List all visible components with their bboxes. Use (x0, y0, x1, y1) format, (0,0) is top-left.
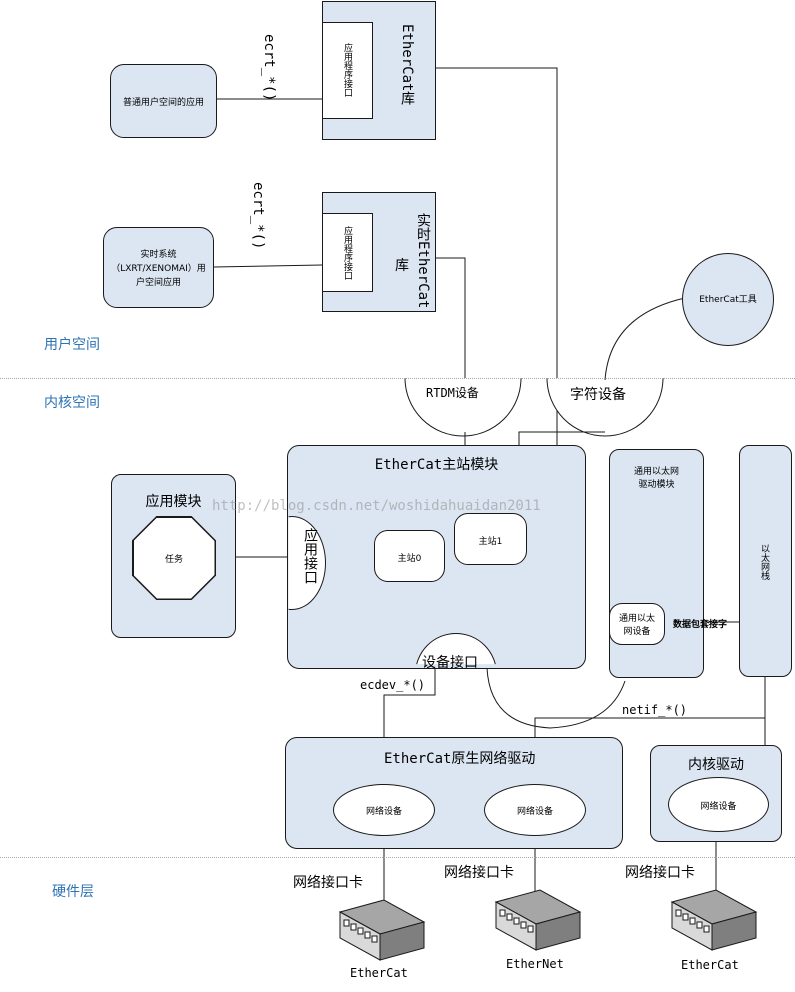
kernel-driver-title: 内核驱动 (688, 757, 744, 773)
ethercat-lib-box: 应用程序接口 EtherCat库 (322, 1, 436, 140)
rt-app-box: 实时系统 （LXRT/XENOMAI）用 户空间应用 (103, 227, 214, 308)
nic-icon-1 (338, 899, 426, 961)
watermark-text: http://blog.csdn.net/woshidahuaidan2011 (212, 498, 541, 514)
rt-app-line2: （LXRT/XENOMAI）用 (111, 264, 206, 274)
rt-ethercat-lib-box: 应用程序接口 实时EtherCat 库 (322, 192, 436, 312)
divider-kernel-hardware (0, 857, 795, 858)
ethercat-lib-api-box: 应用程序接口 (322, 22, 373, 119)
eth-stack-box: 以太网栈 (739, 445, 792, 677)
generic-eth-device-box: 通用以太 网设备 (609, 603, 665, 645)
generic-eth-driver-title-2: 驱动模块 (638, 480, 675, 490)
master1-label: 主站1 (478, 537, 503, 547)
app-interface-label: 应用接口 (302, 528, 318, 584)
layer-label-user-space: 用户空间 (44, 337, 100, 353)
user-app-box: 普通用户空间的应用 (110, 64, 217, 138)
ecrt-label-2: ecrt_*() (250, 182, 266, 250)
ethercat-lib-api-label: 应用程序接口 (342, 43, 352, 97)
nic-icon-3 (670, 889, 758, 951)
app-module-title: 应用模块 (145, 494, 202, 510)
nic-label-3: 网络接口卡 (625, 865, 695, 881)
rt-app-line1: 实时系统 (140, 250, 177, 260)
master-module-box: EtherCat主站模块 应用接口 主站0 主站1 设备接口 (287, 445, 586, 671)
rtdm-device-label: RTDM设备 (426, 386, 479, 400)
rt-app-line3: 户空间应用 (135, 278, 181, 288)
ethercat-tool-label: EtherCat工具 (699, 295, 757, 305)
kernel-driver-device-label: 网络设备 (700, 802, 737, 812)
native-driver-title: EtherCat原生网络驱动 (384, 751, 536, 767)
nic-name-1: EtherCat (350, 966, 408, 980)
native-driver-device1: 网络设备 (333, 784, 435, 836)
ecrt-label-1: ecrt_*() (261, 34, 277, 102)
kernel-driver-device: 网络设备 (668, 777, 769, 832)
divider-user-kernel (0, 378, 795, 379)
task-octagon: 任务 (133, 517, 215, 599)
nic-label-1: 网络接口卡 (293, 875, 363, 891)
native-driver-device1-label: 网络设备 (365, 807, 402, 817)
master-module-title: EtherCat主站模块 (374, 457, 499, 473)
rt-ethercat-lib-api-box: 应用程序接口 (322, 213, 373, 292)
ethercat-tool-circle: EtherCat工具 (682, 253, 774, 346)
nic-label-2: 网络接口卡 (444, 865, 514, 881)
eth-stack-label: 以太网栈 (759, 544, 769, 580)
char-device-label: 字符设备 (570, 387, 626, 403)
nic-icon-2 (494, 889, 582, 951)
generic-eth-device-line1: 通用以太 (618, 614, 655, 624)
packet-socket-label: 数据包套接字 (673, 620, 728, 630)
user-app-label: 普通用户空间的应用 (122, 98, 204, 108)
master0-box: 主站0 (374, 530, 445, 582)
rt-ethercat-lib-label: 实时EtherCat (415, 213, 431, 309)
layer-label-hardware: 硬件层 (52, 884, 94, 900)
native-driver-device2-label: 网络设备 (516, 807, 553, 817)
nic-name-3: EtherCat (681, 958, 739, 972)
ethercat-lib-label: EtherCat库 (399, 24, 415, 106)
native-driver-box: EtherCat原生网络驱动 网络设备 网络设备 (285, 737, 623, 849)
task-label: 任务 (164, 554, 183, 565)
generic-eth-driver-title-1: 通用以太网 (633, 467, 679, 477)
native-driver-device2: 网络设备 (484, 784, 586, 836)
generic-eth-device-line2: 网设备 (623, 627, 651, 637)
netif-label: netif_*() (622, 703, 688, 717)
generic-eth-driver-box: 通用以太网 驱动模块 通用以太 网设备 (609, 449, 704, 678)
rt-ethercat-lib-api-label: 应用程序接口 (342, 226, 352, 280)
rt-ethercat-lib-label2: 库 (395, 258, 409, 274)
nic-name-2: EtherNet (506, 957, 564, 971)
kernel-driver-box: 内核驱动 网络设备 (650, 745, 782, 842)
device-interface-label: 设备接口 (422, 655, 478, 671)
master0-label: 主站0 (397, 554, 422, 564)
layer-label-kernel-space: 内核空间 (44, 395, 100, 411)
master1-box: 主站1 (454, 513, 527, 565)
ecdev-label: ecdev_*() (360, 678, 426, 692)
